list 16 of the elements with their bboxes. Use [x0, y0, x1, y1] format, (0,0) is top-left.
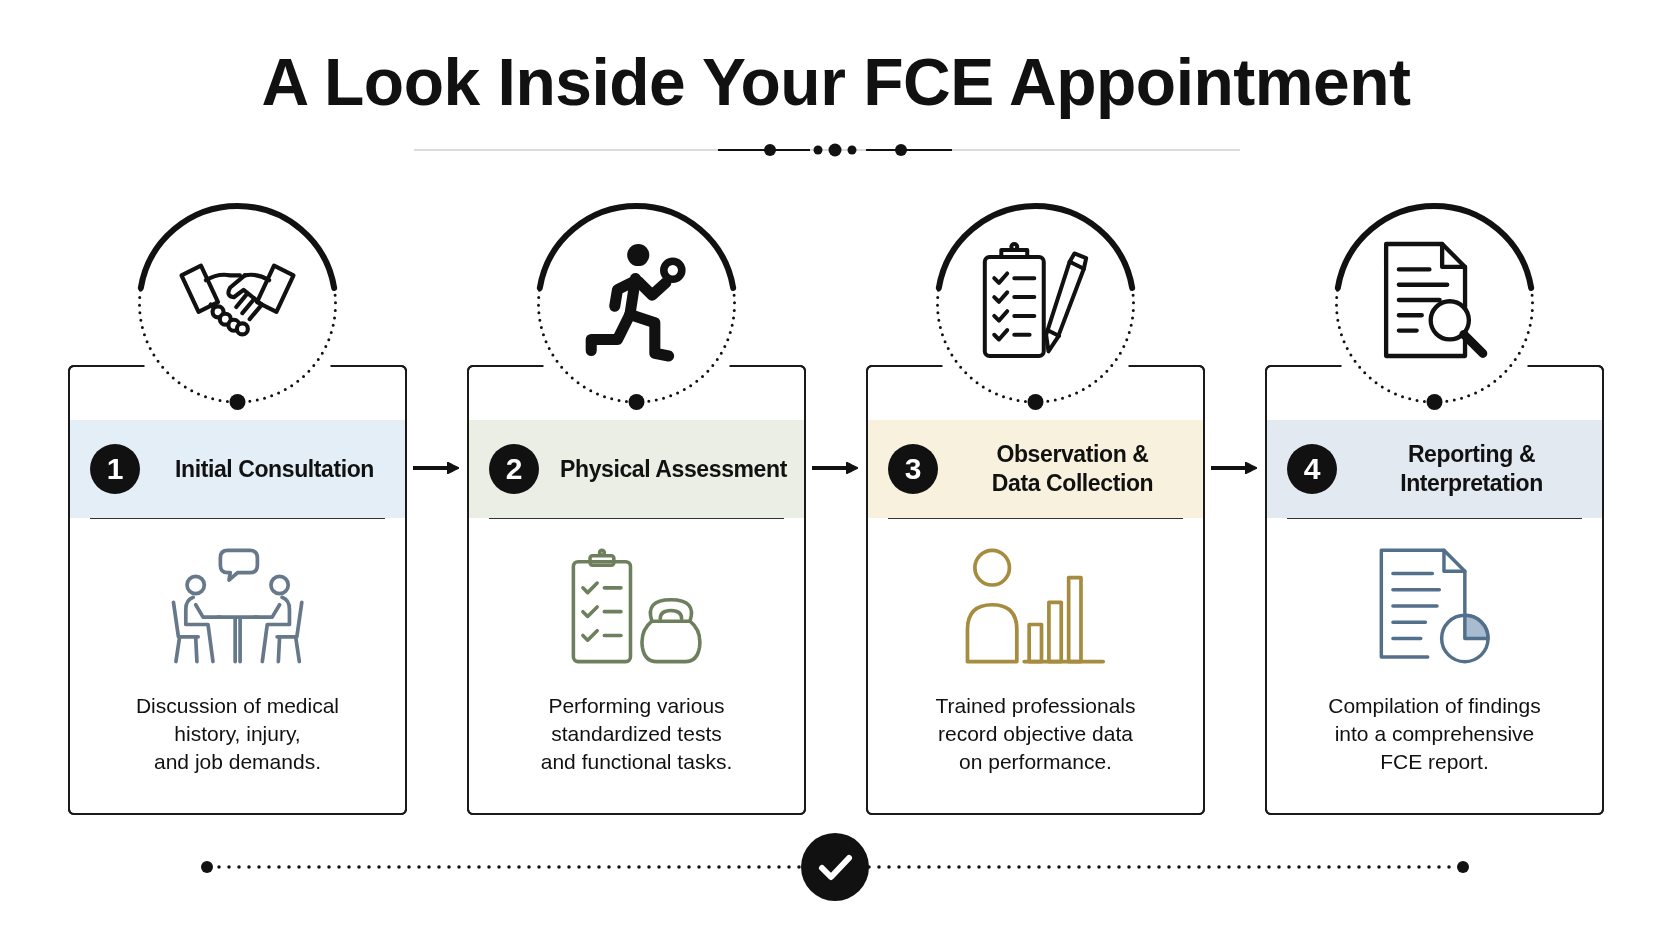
step-number: 3 — [888, 444, 938, 494]
step-title: Reporting & Interpretation — [1399, 440, 1544, 498]
step-title: Initial Consultation — [174, 454, 375, 484]
step-description: Trained professionals record objective data on performance. — [934, 693, 1137, 775]
step-description: Compilation of findings into a comprehensive FCE report. — [1327, 693, 1542, 775]
arrow — [812, 461, 859, 475]
arrow — [413, 461, 460, 475]
step-description: Discussion of medical history, injury, and job demands. — [134, 693, 341, 775]
step-number: 1 — [90, 444, 140, 494]
step-description: Performing various standardized tests and functional tasks. — [539, 693, 734, 775]
title: A Look Inside Your FCE Appointment — [261, 44, 1411, 121]
step-title: Physical Assessment — [559, 454, 788, 484]
step-number: 2 — [489, 444, 539, 494]
arrow — [1211, 461, 1258, 475]
step-title: Observation & Data Collection — [990, 440, 1155, 498]
step-number: 4 — [1287, 444, 1337, 494]
